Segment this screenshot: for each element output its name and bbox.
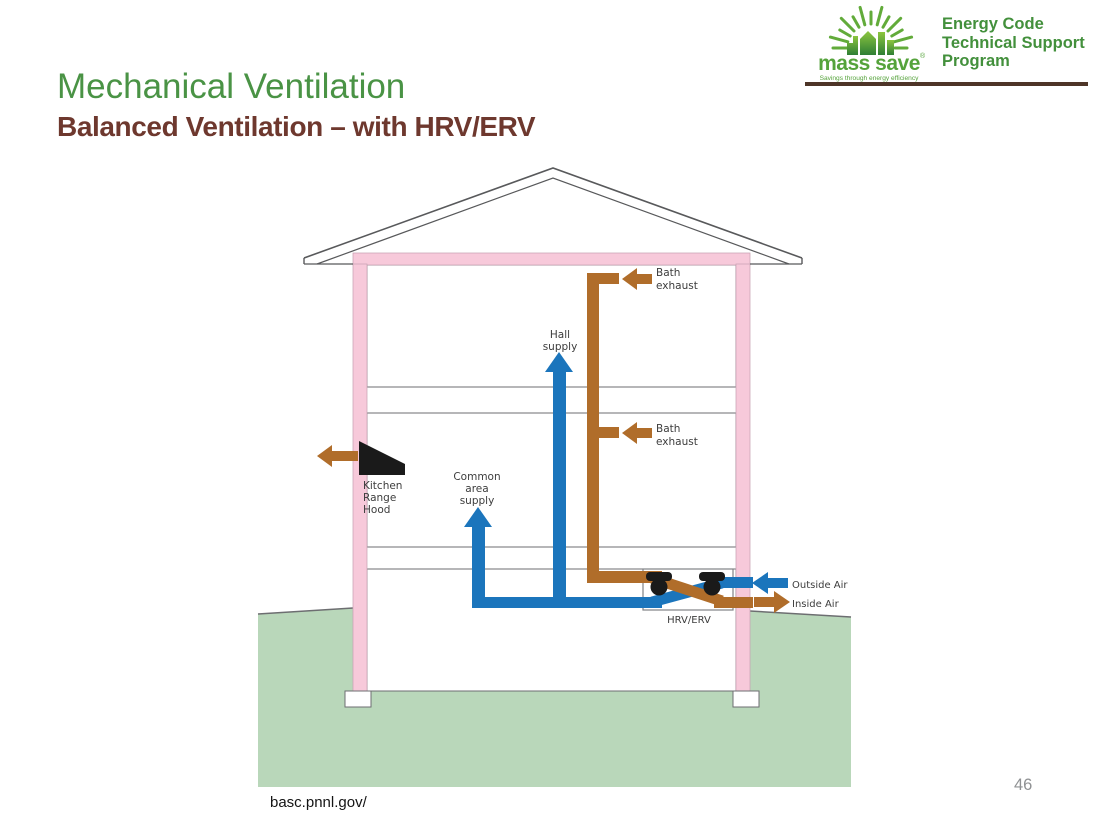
svg-text:Bath: Bath [656, 423, 680, 435]
svg-text:Hall: Hall [550, 329, 570, 341]
skyline-icon [847, 31, 894, 55]
svg-text:Common: Common [453, 471, 500, 483]
svg-text:exhaust: exhaust [656, 280, 698, 292]
flow-arrows [317, 268, 790, 613]
program-line-1: Energy Code [942, 15, 1044, 33]
logo-tagline: Savings through energy efficiency [820, 75, 920, 82]
label-bath-exhaust-lower: Bath exhaust [656, 423, 698, 448]
svg-text:exhaust: exhaust [656, 436, 698, 448]
program-line-2: Technical Support [942, 33, 1085, 52]
label-inside-air: Inside Air [792, 599, 840, 610]
svg-text:Range: Range [363, 492, 396, 504]
outside-air-arrow-icon [752, 572, 788, 594]
kitchen-range-hood [359, 441, 405, 475]
hall-supply-arrow-icon [545, 352, 573, 372]
right-wall [735, 263, 751, 694]
supply-duct [464, 352, 753, 608]
logo-underline [805, 82, 1088, 86]
slide-subtitle: Balanced Ventilation – with HRV/ERV [57, 111, 536, 142]
inside-air-outlet-duct [714, 597, 753, 608]
page-number: 46 [1014, 776, 1033, 794]
attic-ceiling-band [352, 252, 751, 266]
right-footing [732, 690, 760, 708]
bath-exhaust-lower-arrow-icon [622, 422, 652, 444]
svg-text:Hood: Hood [363, 504, 390, 516]
exhaust-duct [587, 273, 662, 583]
logo-brand-text: mass save [818, 52, 920, 75]
svg-text:supply: supply [460, 495, 495, 507]
left-wall [352, 263, 368, 694]
label-outside-air: Outside Air [792, 580, 848, 591]
mass-save-logo: mass save ® Savings through energy effic… [818, 5, 926, 82]
svg-text:Bath: Bath [656, 267, 680, 279]
sunburst-icon [828, 5, 914, 50]
bath-exhaust-upper-arrow-icon [622, 268, 652, 290]
hrv-fans [646, 572, 725, 596]
label-kitchen-range-hood: Kitchen Range Hood [363, 480, 402, 516]
svg-text:area: area [465, 483, 488, 495]
label-hrv-erv: HRV/ERV [667, 615, 711, 626]
source-citation: basc.pnnl.gov/ [270, 794, 367, 811]
label-bath-exhaust-upper: Bath exhaust [656, 267, 698, 292]
footings [344, 690, 760, 708]
svg-text:supply: supply [543, 341, 578, 353]
logo-registered-mark: ® [920, 52, 926, 60]
left-footing [344, 690, 372, 708]
ground [257, 607, 852, 787]
first-floor-room [366, 412, 737, 548]
program-name: Energy Code Technical Support Program [942, 15, 1085, 71]
label-hall-supply: Hall supply [543, 329, 578, 353]
common-area-supply-arrow-icon [464, 507, 492, 527]
svg-text:Kitchen: Kitchen [363, 480, 402, 492]
roof [303, 167, 803, 265]
slide-title: Mechanical Ventilation [57, 67, 406, 106]
range-hood-exhaust-arrow-icon [317, 445, 358, 467]
label-common-area-supply: Common area supply [453, 471, 500, 507]
inside-air-arrow-icon [754, 591, 790, 613]
program-line-3: Program [942, 52, 1010, 70]
